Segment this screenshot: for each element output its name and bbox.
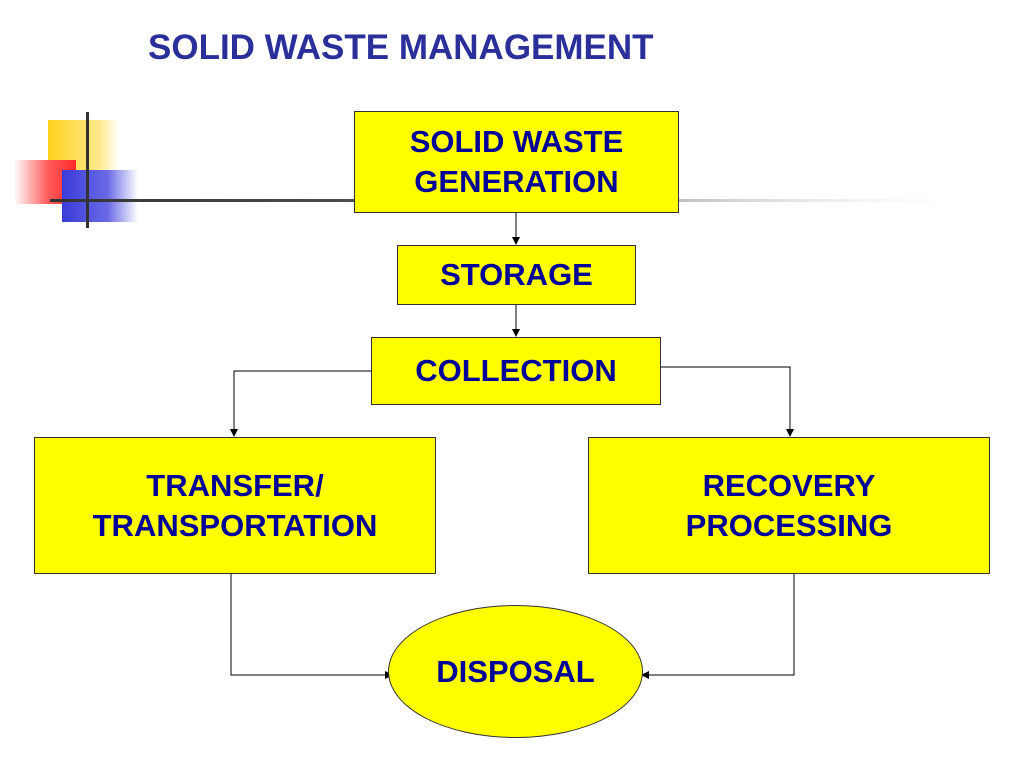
node-label: STORAGE	[440, 257, 593, 293]
node-disposal: DISPOSAL	[388, 605, 643, 738]
node-recovery-processing: RECOVERY PROCESSING	[588, 437, 990, 574]
arrow-transfer-to-disposal	[230, 573, 393, 679]
node-label: DISPOSAL	[436, 653, 595, 689]
node-label-line1: TRANSFER/	[146, 467, 324, 503]
node-transfer-transportation: TRANSFER/ TRANSPORTATION	[34, 437, 436, 574]
node-storage: STORAGE	[397, 245, 636, 305]
deco-vertical-line	[86, 112, 89, 228]
arrow-collection-to-recovery	[661, 366, 794, 437]
node-solid-waste-generation: SOLID WASTE GENERATION	[354, 111, 679, 213]
node-label-line2: TRANSPORTATION	[92, 507, 378, 543]
deco-blue-square	[62, 170, 138, 222]
node-label-line1: RECOVERY	[702, 467, 876, 503]
node-label-line1: SOLID WASTE	[409, 124, 624, 160]
arrow-recovery-to-disposal	[641, 573, 795, 679]
node-label-line2: PROCESSING	[685, 507, 893, 543]
node-label-line2: GENERATION	[414, 164, 619, 199]
node-collection: COLLECTION	[371, 337, 661, 405]
page-title: SOLID WASTE MANAGEMENT	[148, 28, 654, 67]
node-label: COLLECTION	[415, 353, 617, 389]
arrow-collection-to-transfer	[230, 370, 371, 437]
